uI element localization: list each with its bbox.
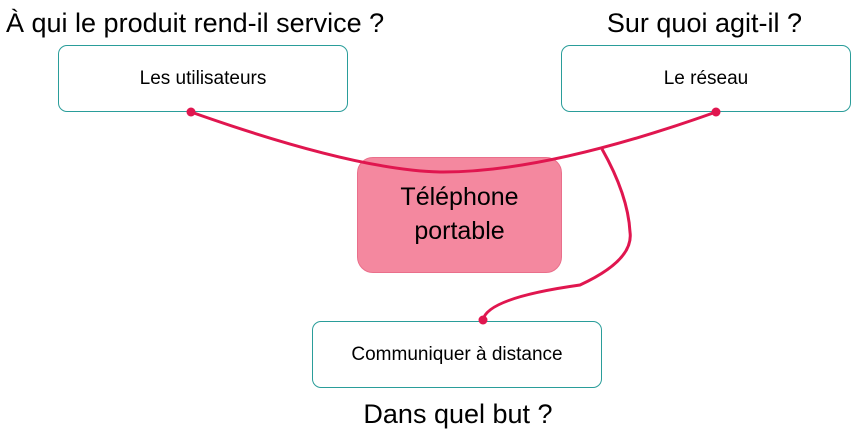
question-on-what: Sur quoi agit-il ? — [606, 8, 802, 38]
product-name-line2: portable — [414, 217, 505, 245]
users-box: Les utilisateurs — [58, 45, 348, 112]
question-who: À qui le produit rend-il service ? — [6, 8, 385, 38]
users-box-label: Les utilisateurs — [139, 67, 267, 89]
network-box-label: Le réseau — [663, 67, 749, 89]
goal-box-label: Communiquer à distance — [351, 343, 563, 365]
product-node: Téléphone portable — [357, 157, 562, 273]
network-box: Le réseau — [561, 45, 851, 112]
question-goal: Dans quel but ? — [363, 399, 553, 429]
goal-box: Communiquer à distance — [312, 321, 602, 388]
product-name-line1: Téléphone — [400, 183, 519, 212]
